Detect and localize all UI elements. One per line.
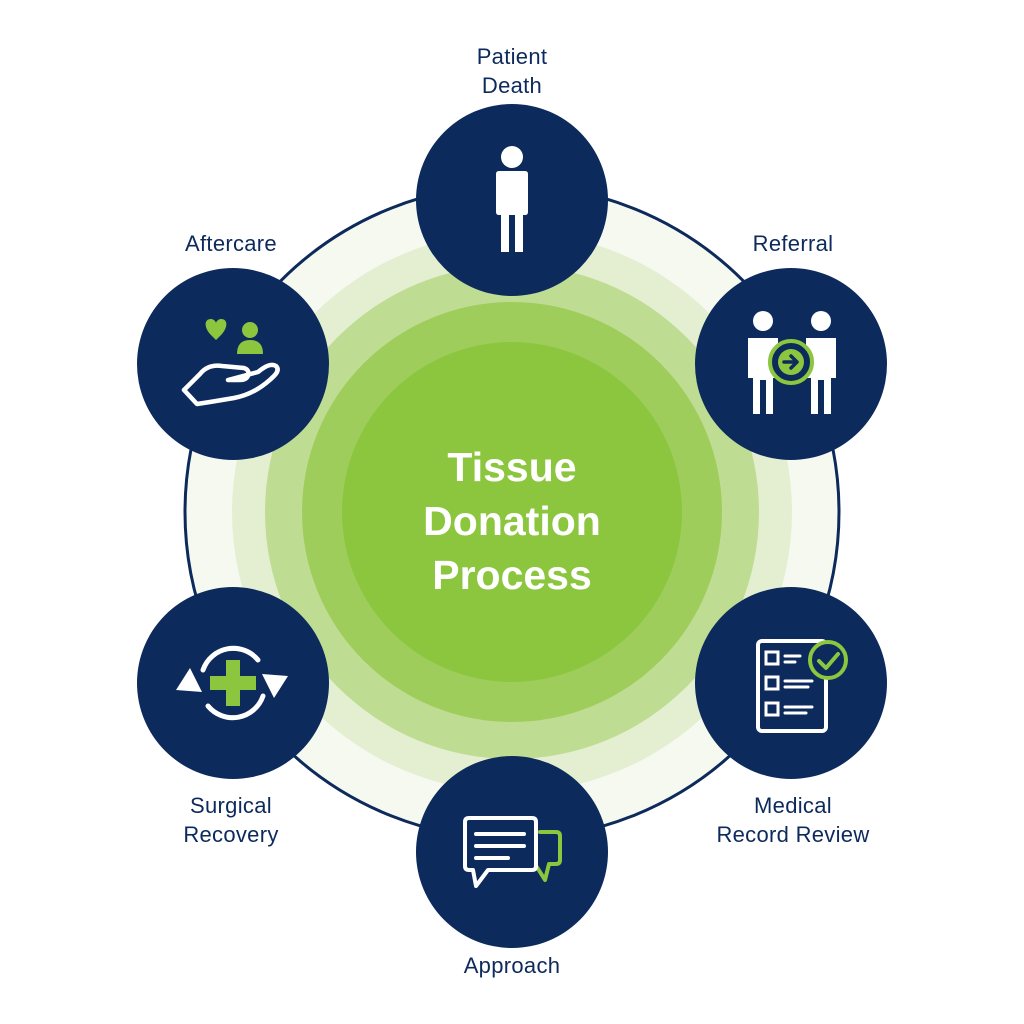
step-surgical-recovery bbox=[137, 587, 329, 779]
label-medical-record-review: Medical Record Review bbox=[716, 793, 870, 847]
medical-cycle-icon bbox=[176, 645, 288, 721]
person-icon bbox=[242, 322, 258, 338]
caring-hand-icon bbox=[181, 319, 280, 407]
referral-icon bbox=[748, 311, 836, 414]
step-patient-death bbox=[416, 104, 608, 296]
diagram-title: Tissue Donation Process bbox=[423, 444, 601, 598]
label-patient-death: Patient Death bbox=[476, 44, 548, 98]
step-circle bbox=[137, 268, 329, 460]
person-right-icon bbox=[806, 311, 836, 414]
step-aftercare bbox=[137, 268, 329, 460]
label-approach: Approach bbox=[463, 953, 561, 978]
checklist-icon bbox=[756, 639, 848, 733]
label-aftercare: Aftercare bbox=[185, 231, 277, 256]
check-circle-icon bbox=[808, 640, 848, 680]
medical-cross-icon bbox=[210, 660, 256, 706]
person-icon bbox=[496, 146, 528, 252]
label-surgical-recovery: Surgical Recovery bbox=[183, 793, 279, 847]
chat-bubbles-icon bbox=[463, 816, 562, 888]
heart-icon bbox=[205, 319, 227, 340]
step-circle bbox=[695, 587, 887, 779]
step-approach bbox=[416, 756, 608, 948]
step-referral bbox=[695, 268, 887, 460]
label-referral: Referral bbox=[752, 231, 834, 256]
center-circle bbox=[342, 342, 682, 682]
step-medical-record-review bbox=[695, 587, 887, 779]
